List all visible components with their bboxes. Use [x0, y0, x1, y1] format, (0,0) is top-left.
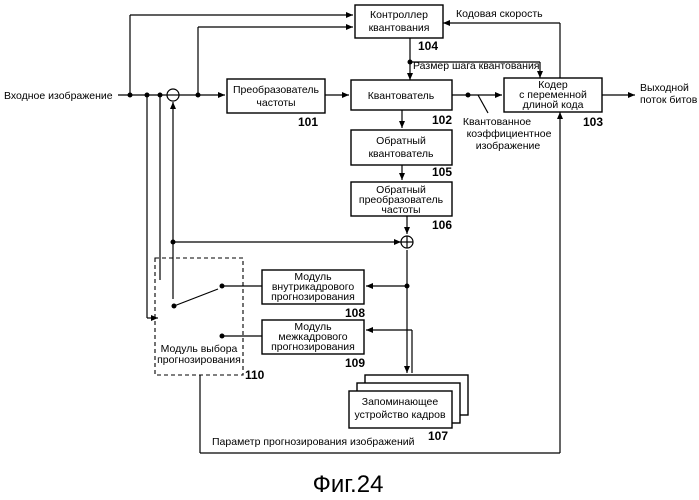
junction-dot	[171, 240, 176, 245]
ref-104: 104	[418, 39, 438, 53]
output-label-1: Выходной	[640, 82, 689, 94]
svg-text:Запоминающее: Запоминающее	[362, 396, 439, 408]
frame-memory-block: Запоминающее устройство кадров	[349, 375, 468, 428]
prediction-param-label: Параметр прогнозирования изображений	[212, 436, 415, 448]
switch-contact-inter	[220, 334, 225, 339]
ref-103: 103	[583, 115, 603, 129]
junction-dot	[145, 93, 150, 98]
ref-102: 102	[432, 113, 452, 127]
svg-text:частоты: частоты	[381, 204, 420, 216]
ref-106: 106	[432, 218, 452, 232]
ref-105: 105	[432, 165, 452, 179]
svg-text:длиной кода: длиной кода	[523, 99, 584, 111]
svg-text:Преобразователь: Преобразователь	[233, 84, 320, 96]
junction-dot	[466, 93, 471, 98]
inverse-transformer-block: Обратный преобразователь частоты	[351, 182, 452, 216]
junction-dot	[405, 284, 410, 289]
code-rate-label: Кодовая скорость	[456, 8, 543, 20]
quantizer-block: Квантователь	[351, 80, 452, 110]
svg-text:Обратный: Обратный	[376, 135, 426, 147]
ref-101: 101	[298, 115, 318, 129]
switch-contact-intra	[220, 284, 225, 289]
svg-text:Квантователь: Квантователь	[368, 90, 435, 102]
quantized-label-1: Квантованное	[463, 116, 531, 128]
ref-108: 108	[345, 306, 365, 320]
intra-prediction-block: Модуль внутрикадрового прогнозирования	[262, 270, 364, 304]
freq-transformer-block: Преобразователь частоты	[227, 79, 325, 113]
selector-label-2: прогнозирования	[157, 354, 241, 366]
switch-pivot	[172, 304, 177, 309]
svg-text:устройство кадров: устройство кадров	[354, 409, 445, 421]
ref-107: 107	[428, 429, 448, 443]
ref-110: 110	[245, 368, 265, 382]
step-size-label: Размер шага квантования	[413, 60, 540, 72]
svg-text:квантователь: квантователь	[368, 148, 434, 160]
svg-text:квантования: квантования	[369, 22, 430, 34]
quantized-leader-line	[478, 95, 488, 113]
quantized-label-3: изображение	[476, 140, 541, 152]
selector-switch	[174, 289, 218, 306]
quantized-label-2: коэффициентное	[467, 128, 552, 140]
junction-dot	[128, 93, 133, 98]
inverse-quantizer-block: Обратный квантователь	[351, 130, 452, 165]
svg-text:Контроллер: Контроллер	[370, 9, 428, 21]
figure-caption: Фиг.24	[313, 471, 384, 498]
svg-text:прогнозирования: прогнозирования	[271, 291, 355, 303]
output-label-2: поток битов	[640, 94, 698, 106]
svg-text:прогнозирования: прогнозирования	[271, 341, 355, 353]
quant-controller-block: Контроллер квантования	[355, 5, 443, 38]
junction-dot	[408, 60, 413, 65]
inter-prediction-block: Модуль межкадрового прогнозирования	[262, 320, 364, 354]
vlc-coder-block: Кодер с переменной длиной кода	[504, 78, 602, 112]
junction-dot	[158, 93, 163, 98]
ref-109: 109	[345, 356, 365, 370]
input-image-label: Входное изображение	[4, 90, 113, 102]
junction-dot	[196, 93, 201, 98]
svg-text:частоты: частоты	[256, 97, 295, 109]
